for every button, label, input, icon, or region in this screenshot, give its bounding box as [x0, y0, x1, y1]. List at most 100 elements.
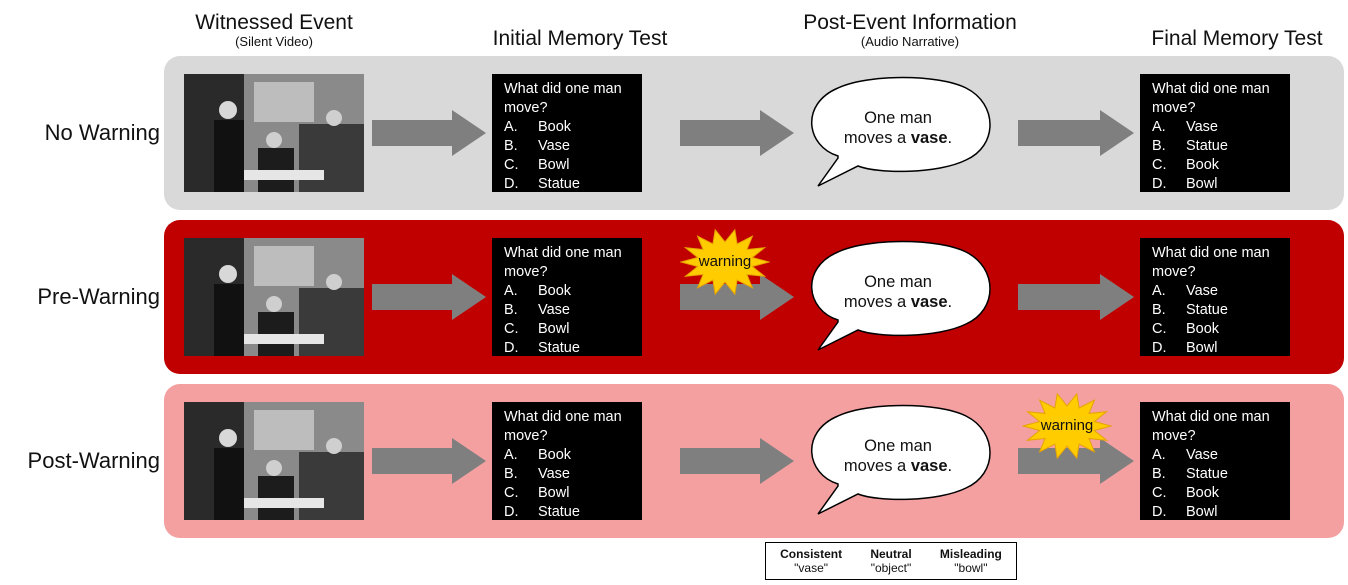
arrow-shape — [1018, 110, 1134, 156]
option-text: Statue — [538, 504, 580, 520]
answer-option: A.Book — [504, 118, 632, 137]
legend-name: Consistent — [780, 547, 843, 561]
answer-option: A. Vase — [1152, 446, 1280, 465]
flow-arrow — [372, 274, 486, 325]
option-text: Statue — [1186, 466, 1228, 482]
narrative-bold-word: vase — [910, 129, 948, 147]
option-letter: C. — [1152, 157, 1167, 173]
arrow-shape — [1018, 274, 1134, 320]
video-still-image — [184, 74, 364, 192]
answer-option: D. Statue — [504, 503, 632, 522]
option-text: Statue — [1186, 138, 1228, 154]
option-letter: A. — [1152, 119, 1166, 135]
warning-burst-shape — [679, 228, 771, 296]
answer-option: A.Vase — [1152, 282, 1280, 301]
narrative-line-1: One man — [864, 273, 932, 291]
answer-option: C.Book — [1152, 156, 1280, 175]
option-letter: C. — [1152, 485, 1167, 501]
photo-face — [326, 274, 342, 290]
answer-option: D.Bowl — [1152, 339, 1280, 358]
arrow-shape — [680, 438, 794, 484]
photo-table — [244, 334, 324, 344]
photo-wall — [254, 246, 314, 286]
option-letter: C. — [504, 485, 519, 501]
photo-face — [266, 296, 282, 312]
photo-face — [326, 110, 342, 126]
answer-option: C.Book — [1152, 320, 1280, 339]
legend-item: Misleading "bowl" — [940, 543, 1002, 579]
option-text: Book — [538, 447, 572, 463]
option-text: Vase — [1186, 119, 1218, 135]
photo-table — [244, 170, 324, 180]
narrative-line-2: moves a vase. — [843, 129, 953, 147]
warning-label: warning — [1040, 417, 1094, 434]
flow-arrow — [680, 110, 794, 161]
header-initial-title: Initial Memory Test — [492, 27, 668, 50]
option-letter: A. — [504, 447, 518, 463]
photo-figure-left — [214, 284, 244, 356]
answer-option: D.Statue — [504, 339, 632, 358]
header-witnessed-subtitle: (Silent Video) — [235, 34, 313, 49]
option-letter: D. — [1152, 176, 1167, 192]
answer-option: D.Statue — [504, 175, 632, 194]
option-text: Vase — [1186, 447, 1218, 463]
option-letter: A. — [1152, 447, 1166, 463]
arrow-shape — [372, 110, 486, 156]
option-letter: C. — [1152, 321, 1167, 337]
photo-table — [244, 498, 324, 508]
option-text: Bowl — [1186, 504, 1218, 520]
option-letter: B. — [1152, 138, 1166, 154]
question-text: What did one man move? — [504, 245, 622, 280]
option-letter: C. — [504, 321, 519, 337]
header-post-event: Post-Event Information (Audio Narrative) — [770, 12, 1050, 48]
narrative-bold-word: vase — [910, 457, 948, 475]
header-post-event-subtitle: (Audio Narrative) — [860, 34, 960, 49]
warning-burst: warning — [679, 228, 771, 296]
header-post-event-title: Post-Event Information — [803, 11, 1017, 34]
header-initial-test: Initial Memory Test — [460, 28, 700, 49]
option-letter: D. — [504, 176, 519, 192]
option-letter: B. — [504, 466, 518, 482]
option-letter: B. — [1152, 302, 1166, 318]
header-final-test: Final Memory Test — [1130, 28, 1344, 49]
option-text: Statue — [1186, 302, 1228, 318]
option-letter: A. — [504, 119, 518, 135]
answer-option: B. Statue — [1152, 301, 1280, 320]
arrow-shape — [372, 438, 486, 484]
question-text: What did one man move? — [1152, 409, 1270, 444]
condition-label: Pre-Warning — [37, 284, 160, 309]
option-text: Vase — [1186, 283, 1218, 299]
arrow-shape — [680, 274, 794, 320]
option-text: Book — [538, 283, 572, 299]
photo-face — [326, 438, 342, 454]
option-letter: D. — [504, 504, 519, 520]
photo-face — [219, 265, 237, 283]
photo-figure-left — [214, 120, 244, 192]
answer-option: B.Vase — [504, 465, 632, 484]
header-witnessed-title: Witnessed Event — [195, 11, 353, 34]
legend-name: Misleading — [939, 547, 1002, 561]
answer-option: B.Statue — [1152, 465, 1280, 484]
condition-label: No Warning — [44, 120, 160, 145]
arrow-shape — [372, 274, 486, 320]
option-letter: A. — [504, 283, 518, 299]
answer-option: B.Vase — [504, 301, 632, 320]
option-text: Bowl — [538, 485, 570, 501]
answer-option: B.Vase — [504, 137, 632, 156]
header-witnessed-event: Witnessed Event (Silent Video) — [174, 12, 374, 48]
answer-option: C.Bowl — [504, 156, 632, 175]
answer-option: A. Vase — [1152, 118, 1280, 137]
flow-arrow — [1018, 438, 1134, 489]
photo-wall — [254, 410, 314, 450]
speech-bubble-shape — [811, 240, 991, 351]
photo-face — [266, 460, 282, 476]
photo-figure-right — [299, 452, 364, 520]
flow-arrow — [1018, 274, 1134, 325]
flow-arrow — [680, 438, 794, 489]
